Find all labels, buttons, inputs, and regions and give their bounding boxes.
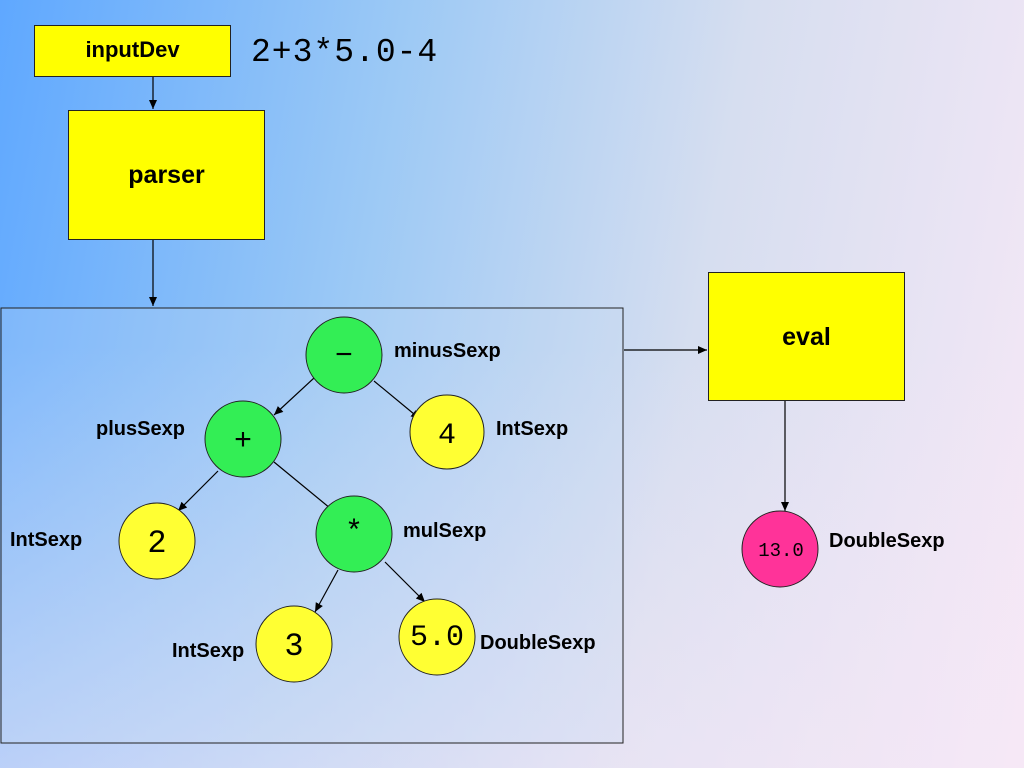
edge-minus-four bbox=[373, 380, 421, 420]
node-four-symbol: 4 bbox=[438, 419, 456, 453]
node-two bbox=[118, 502, 196, 580]
edge-minus-plus bbox=[273, 377, 315, 416]
label-mul-type: mulSexp bbox=[403, 520, 487, 542]
node-three bbox=[255, 605, 333, 683]
node-mul-symbol: * bbox=[345, 516, 363, 550]
label-five-type: DoubleSexp bbox=[480, 632, 596, 654]
parser-box: parser bbox=[68, 110, 265, 240]
eval-box: eval bbox=[708, 272, 905, 401]
edge-mul-three bbox=[314, 569, 339, 613]
node-plus-symbol: + bbox=[234, 425, 252, 459]
edge-plus-mul bbox=[273, 461, 337, 514]
label-result-type: DoubleSexp bbox=[829, 530, 945, 552]
label-four-type: IntSexp bbox=[496, 418, 569, 440]
node-result-symbol: 13.0 bbox=[758, 540, 804, 562]
node-five-symbol: 5.0 bbox=[410, 621, 464, 655]
node-two-symbol: 2 bbox=[147, 525, 166, 562]
node-four bbox=[409, 394, 485, 470]
node-mul bbox=[315, 495, 393, 573]
node-result bbox=[741, 510, 819, 588]
eval-label: eval bbox=[782, 323, 831, 351]
label-plus-type: plusSexp bbox=[96, 418, 185, 440]
node-three-symbol: 3 bbox=[284, 628, 303, 665]
inputdev-label: inputDev bbox=[85, 37, 180, 62]
edge-mul-five bbox=[384, 561, 426, 603]
label-two-type: IntSexp bbox=[10, 529, 83, 551]
edge-plus-two bbox=[177, 470, 219, 512]
parser-label: parser bbox=[128, 161, 205, 189]
node-five bbox=[398, 598, 476, 676]
node-minus-symbol: − bbox=[335, 340, 353, 374]
node-minus bbox=[305, 316, 383, 394]
label-three-type: IntSexp bbox=[172, 640, 245, 662]
expression-text: 2+3*5.0-4 bbox=[251, 34, 439, 71]
node-plus bbox=[204, 400, 282, 478]
inputdev-box: inputDev bbox=[34, 25, 231, 77]
label-minus-type: minusSexp bbox=[394, 340, 501, 362]
